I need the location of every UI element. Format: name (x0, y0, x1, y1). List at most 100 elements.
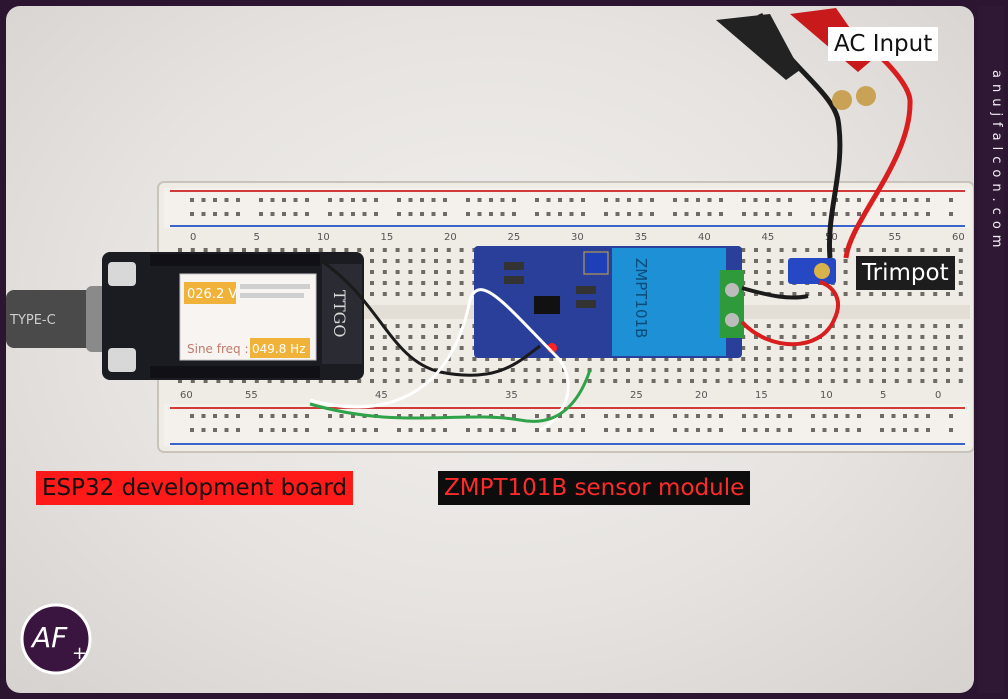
breadboard-number-top: 55 (889, 232, 902, 243)
breadboard-hole (946, 379, 950, 383)
breadboard-hole (408, 414, 413, 418)
breadboard-hole (203, 379, 208, 383)
breadboard-hole (270, 212, 275, 216)
breadboard-hole (882, 324, 886, 328)
breadboard-hole (370, 357, 374, 361)
breadboard-hole (395, 270, 400, 274)
breadboard-hole (395, 335, 400, 339)
breadboard-hole (830, 335, 835, 339)
breadboard-hole (282, 414, 286, 418)
breadboard-hole (719, 212, 723, 216)
breadboard-hole (754, 292, 758, 296)
breadboard-hole (702, 368, 707, 372)
breadboard-hole (903, 428, 907, 432)
breadboard-hole (830, 248, 835, 252)
breadboard-hole (776, 414, 781, 418)
breadboard-hole (510, 379, 515, 383)
breadboard-hole (958, 346, 963, 350)
breadboard-hole (397, 428, 401, 432)
breadboard-hole (280, 379, 285, 383)
breadboard-hole (357, 379, 362, 383)
breadboard-hole (843, 281, 848, 285)
breadboard-hole (306, 379, 310, 383)
breadboard-hole (684, 212, 689, 216)
breadboard-hole (869, 335, 874, 339)
breadboard-hole (690, 368, 694, 372)
breadboard-hole (638, 368, 643, 372)
breadboard-hole (882, 335, 886, 339)
breadboard-hole (443, 414, 447, 418)
breadboard-hole (818, 357, 822, 361)
breadboard-hole (843, 324, 848, 328)
breadboard-hole (408, 379, 413, 383)
breadboard-hole (949, 198, 953, 202)
breadboard-hole (830, 368, 835, 372)
breadboard-hole (213, 414, 217, 418)
breadboard-hole (792, 248, 797, 252)
display-small-text-1 (240, 284, 310, 289)
breadboard-hole (933, 379, 938, 383)
trimpot-screw (814, 263, 830, 279)
breadboard-hole (741, 379, 746, 383)
breadboard-hole (741, 259, 746, 263)
breadboard-hole (459, 357, 464, 361)
breadboard-hole (673, 198, 677, 202)
breadboard-number-top: 20 (444, 232, 457, 243)
breadboard-hole (459, 335, 464, 339)
breadboard-hole (434, 248, 438, 252)
breadboard-hole (933, 324, 938, 328)
breadboard-hole (382, 259, 387, 263)
breadboard-number-bottom: 5 (880, 390, 886, 401)
breadboard-hole (446, 379, 451, 383)
breadboard-hole (958, 324, 963, 328)
breadboard-number-top: 60 (952, 232, 965, 243)
breadboard-hole (869, 324, 874, 328)
breadboard-hole (421, 357, 426, 361)
breadboard-hole (431, 198, 436, 202)
breadboard-hole (788, 212, 792, 216)
breadboard-hole (741, 248, 746, 252)
breadboard-hole (408, 248, 413, 252)
breadboard-hole (651, 368, 656, 372)
breadboard-hole (869, 357, 874, 361)
breadboard-hole (638, 379, 643, 383)
freq-highlight (250, 338, 310, 358)
breadboard-hole (627, 414, 631, 418)
breadboard-hole (926, 414, 930, 418)
zmpt-label: ZMPT101B sensor module (438, 471, 751, 505)
breadboard-hole (604, 428, 608, 432)
af-logo: AF + (20, 603, 92, 675)
breadboard-number-bottom: 15 (755, 390, 768, 401)
breadboard-hole (546, 428, 551, 432)
green-signal-wire (309, 369, 592, 423)
breadboard-hole (891, 428, 896, 432)
breadboard-hole (446, 335, 451, 339)
breadboard-hole (339, 198, 344, 202)
breadboard-hole (421, 281, 426, 285)
breadboard-hole (293, 248, 298, 252)
breadboard-hole (408, 198, 413, 202)
breadboard-hole (535, 414, 539, 418)
breadboard-hole (696, 414, 700, 418)
breadboard-hole (766, 324, 771, 328)
breadboard-hole (926, 428, 930, 432)
breadboard-hole (792, 368, 797, 372)
breadboard-hole (765, 198, 769, 202)
smd-part-3 (576, 286, 596, 294)
breadboard-hole (958, 270, 963, 274)
breadboard-number-top: 25 (508, 232, 521, 243)
breadboard-hole (446, 248, 451, 252)
voltage-highlight (184, 282, 236, 304)
breadboard-hole (421, 379, 426, 383)
breadboard-hole (434, 281, 438, 285)
breadboard-hole (949, 414, 953, 418)
breadboard-hole (869, 346, 874, 350)
breadboard-hole (741, 346, 746, 350)
breadboard-hole (811, 414, 815, 418)
logo-plus: + (72, 643, 87, 664)
breadboard-hole (382, 357, 387, 361)
breadboard-hole (880, 198, 884, 202)
breadboard-hole (856, 346, 861, 350)
